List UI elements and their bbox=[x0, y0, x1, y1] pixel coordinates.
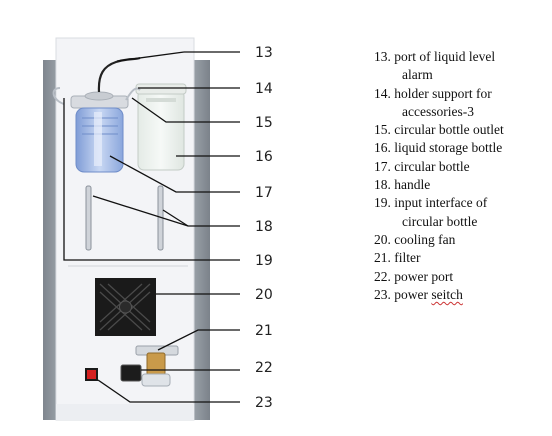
power-switch bbox=[85, 368, 98, 381]
legend-item-17: 17. circular bottle bbox=[374, 158, 470, 174]
leader-23 bbox=[97, 379, 240, 403]
callout-15: 15 bbox=[255, 115, 273, 131]
leader-13 bbox=[116, 51, 185, 62]
leader-17 bbox=[109, 155, 240, 193]
legend-item-19-cont: circular bottle bbox=[402, 213, 478, 229]
leader-18b bbox=[162, 209, 189, 227]
legend-item-19: 19. input interface of bbox=[374, 195, 488, 211]
callout-19: 19 bbox=[255, 253, 273, 269]
callout-23: 23 bbox=[255, 395, 273, 411]
legend-item-14: 14. holder support for bbox=[374, 85, 492, 101]
liquid-storage-bottle bbox=[135, 83, 187, 171]
legend-item-22: 22. power port bbox=[374, 268, 454, 284]
callout-22: 22 bbox=[255, 360, 273, 376]
callout-14: 14 bbox=[255, 81, 273, 97]
leader-21 bbox=[157, 329, 240, 351]
power-port bbox=[120, 364, 142, 382]
leader-15 bbox=[131, 97, 240, 123]
cooling-fan bbox=[95, 278, 156, 336]
handle-left bbox=[85, 185, 92, 251]
callout-20: 20 bbox=[255, 287, 273, 303]
callout-18: 18 bbox=[255, 219, 273, 235]
leader-19 bbox=[63, 98, 240, 261]
legend-item-18: 18. handle bbox=[374, 177, 431, 193]
legend-item-14-cont: accessories-3 bbox=[402, 103, 474, 119]
legend-item-16: 16. liquid storage bottle bbox=[374, 140, 503, 156]
legend-item-15: 15. circular bottle outlet bbox=[374, 122, 504, 138]
left-hose bbox=[52, 87, 65, 105]
legend-item-21: 21. filter bbox=[374, 250, 421, 266]
legend-item-23: 23. power seitch bbox=[374, 286, 550, 304]
callout-21: 21 bbox=[255, 323, 273, 339]
callout-17: 17 bbox=[255, 185, 273, 201]
parts-legend: 13. port of liquid level alarm 14. holde… bbox=[374, 48, 550, 304]
legend-item-23-misspelled: seitch bbox=[431, 286, 463, 302]
callout-16: 16 bbox=[255, 149, 273, 165]
circular-bottle bbox=[70, 91, 129, 173]
outlet-hose bbox=[125, 87, 141, 101]
panel-bottom-edge bbox=[56, 404, 194, 420]
legend-item-23-text: 23. power bbox=[374, 286, 432, 302]
legend-item-13: 13. port of liquid level bbox=[374, 49, 496, 64]
legend-item-13-cont: alarm bbox=[402, 67, 433, 83]
legend-item-20: 20. cooling fan bbox=[374, 231, 456, 247]
callout-13: 13 bbox=[255, 45, 273, 61]
